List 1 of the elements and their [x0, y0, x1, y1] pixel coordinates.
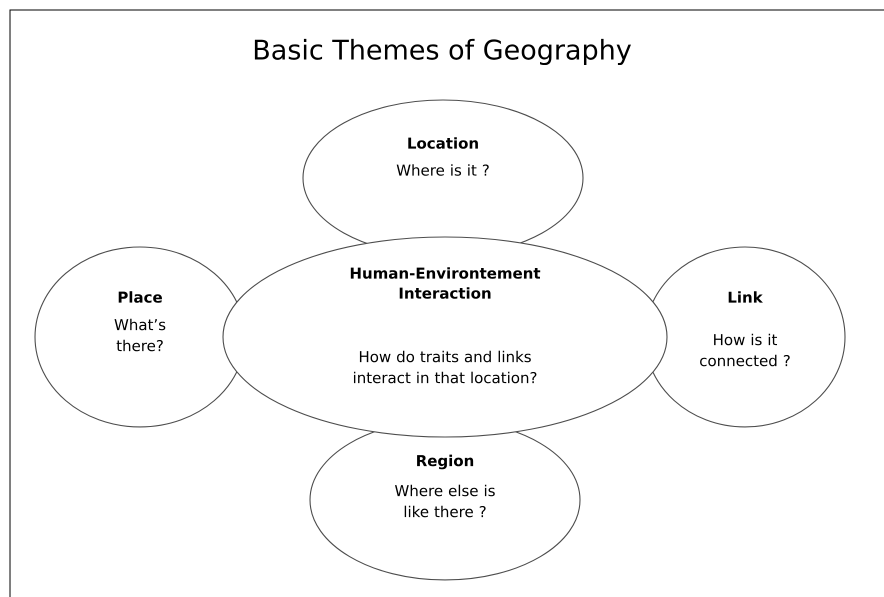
title: Basic Themes of Geography [254, 38, 631, 66]
